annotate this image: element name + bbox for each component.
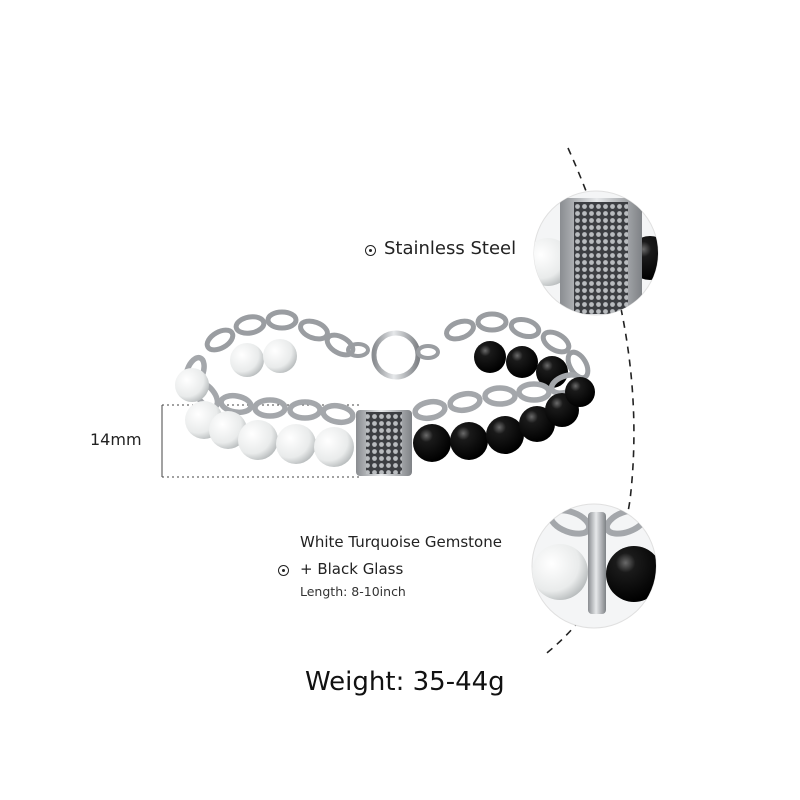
material-label: Stainless Steel: [384, 238, 517, 259]
stone-label-line1: White Turquoise Gemstone: [300, 533, 502, 551]
callout-curve: [542, 147, 635, 657]
width-dimension-label: 14mm: [90, 430, 142, 449]
bullet-icon: [278, 565, 289, 576]
length-label: Length: 8-10inch: [300, 584, 406, 599]
detail-beads: [531, 503, 657, 629]
weight-label: Weight: 35-44g: [305, 667, 505, 697]
bullet-icon: [365, 245, 376, 256]
stone-label-line2: + Black Glass: [300, 560, 404, 578]
bracelet-image: [175, 309, 595, 476]
detail-steel-bead: [533, 190, 659, 316]
